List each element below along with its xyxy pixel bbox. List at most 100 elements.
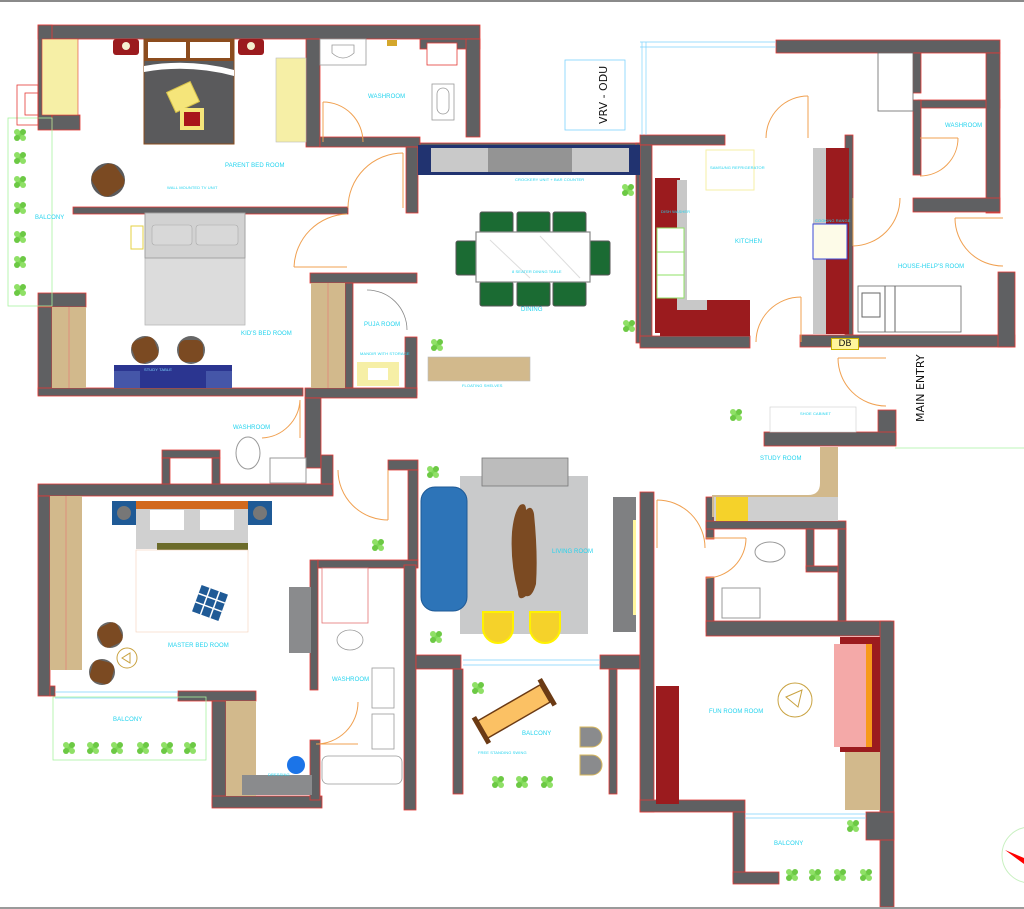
tv-unit (613, 497, 636, 632)
wall (304, 397, 322, 469)
wall (37, 387, 304, 397)
helper-bed (857, 285, 962, 333)
room-label-puja-room: PUJA ROOM (364, 322, 401, 328)
balcony-outlines (7, 117, 1024, 761)
wall (211, 700, 227, 807)
dish-washer-label: DISH WASHER (661, 209, 691, 214)
wall (705, 620, 892, 637)
wall (865, 811, 895, 841)
wall (879, 620, 895, 908)
top-washroom-fixtures (319, 38, 458, 121)
wall (344, 282, 354, 389)
room-label-living-room: LIVING ROOM (552, 549, 594, 555)
cushion (192, 585, 228, 621)
wall (763, 431, 897, 447)
mandir-label: MANDIR WITH STORAGE (360, 351, 410, 356)
chair (529, 611, 561, 644)
cooking-range-label: COOKING RANGE (815, 218, 851, 223)
wall (639, 491, 655, 813)
dressing-label: DRESSING (268, 772, 290, 777)
kids-room-furniture (52, 212, 345, 388)
wall (732, 811, 746, 883)
chair (482, 611, 514, 644)
wall (732, 871, 780, 885)
wall (37, 495, 51, 697)
wall (51, 114, 81, 131)
refrigerator-label: SAMSUNG REFRIGERATOR (710, 165, 765, 170)
pouf (287, 756, 305, 774)
ac-indicator (116, 647, 138, 669)
dining-table-label: 8 SEATER DINING TABLE (512, 269, 562, 274)
wall (912, 52, 922, 94)
window-lines (55, 41, 866, 819)
wall (161, 449, 221, 459)
room-label-kitchen: KITCHEN (735, 239, 763, 245)
room-label-washroom-kids: WASHROOM (233, 425, 271, 431)
compass-needle (1005, 850, 1024, 864)
wall (309, 559, 319, 691)
parent-room-furniture (41, 38, 307, 197)
wall (639, 144, 653, 346)
doors (261, 95, 1004, 745)
wall (37, 292, 87, 308)
wall (211, 457, 221, 487)
shoe-cabinet-label: SHOE CABINET (800, 411, 831, 416)
wall (177, 690, 257, 702)
free-standing-swing-label: FREE STANDING SWING (478, 750, 527, 755)
master-room-furniture (50, 496, 312, 796)
wall (775, 39, 1001, 54)
coffee-table (511, 504, 537, 599)
room-label-washroom-top: WASHROOM (368, 94, 406, 100)
console (481, 457, 569, 487)
wall (985, 52, 1001, 214)
ac-indicator (777, 682, 813, 718)
wall (837, 528, 847, 625)
compass (1001, 827, 1024, 883)
wall (403, 564, 417, 811)
cooking-range (812, 223, 848, 260)
study-table (114, 365, 232, 388)
wall (407, 469, 419, 561)
dining-table (475, 231, 591, 283)
wall (805, 528, 815, 570)
wall (37, 24, 481, 40)
sofa (834, 644, 870, 747)
sofa (420, 486, 468, 612)
wall (309, 739, 321, 801)
room-label-balcony-master: BALCONY (113, 717, 143, 723)
bed (135, 549, 249, 633)
wall (161, 457, 171, 487)
top-border (0, 0, 1024, 2)
puja-door (366, 289, 408, 331)
wall (211, 795, 323, 809)
wall (452, 668, 464, 795)
wall (599, 654, 641, 670)
wall (805, 565, 841, 573)
living-furniture (420, 457, 636, 644)
room-label-master-bed-room: MASTER BED ROOM (168, 643, 229, 649)
dresser (289, 587, 311, 653)
room-label-fun-room: FUN ROOM ROOM (709, 709, 764, 715)
wall (912, 99, 922, 176)
wall (387, 459, 419, 471)
wall (912, 197, 1001, 213)
wall (639, 134, 726, 146)
outside-hatch (16, 84, 39, 126)
wardrobe (41, 38, 79, 116)
study-table-label: STUDY TABLE (144, 367, 172, 372)
wardrobe (845, 752, 880, 810)
swing (471, 678, 557, 745)
wall-tv-unit-label: WALL MOUNTED TV UNIT (167, 185, 218, 190)
room-label-washroom-master: WASHROOM (332, 677, 370, 683)
room-label-balcony-top-left: BALCONY (35, 215, 65, 221)
wall (705, 520, 847, 530)
dining-set (455, 211, 611, 307)
floating-shelves-label: FLOATING SHELVES (462, 383, 503, 388)
wall (305, 38, 321, 148)
crockery-unit-label: CROCKERY UNIT + BAR COUNTER (515, 177, 585, 182)
wall (304, 387, 418, 399)
shoe-cabinet (769, 406, 857, 433)
tv-unit (275, 57, 307, 143)
vrv-odu-label: VRV - ODU (597, 65, 610, 124)
